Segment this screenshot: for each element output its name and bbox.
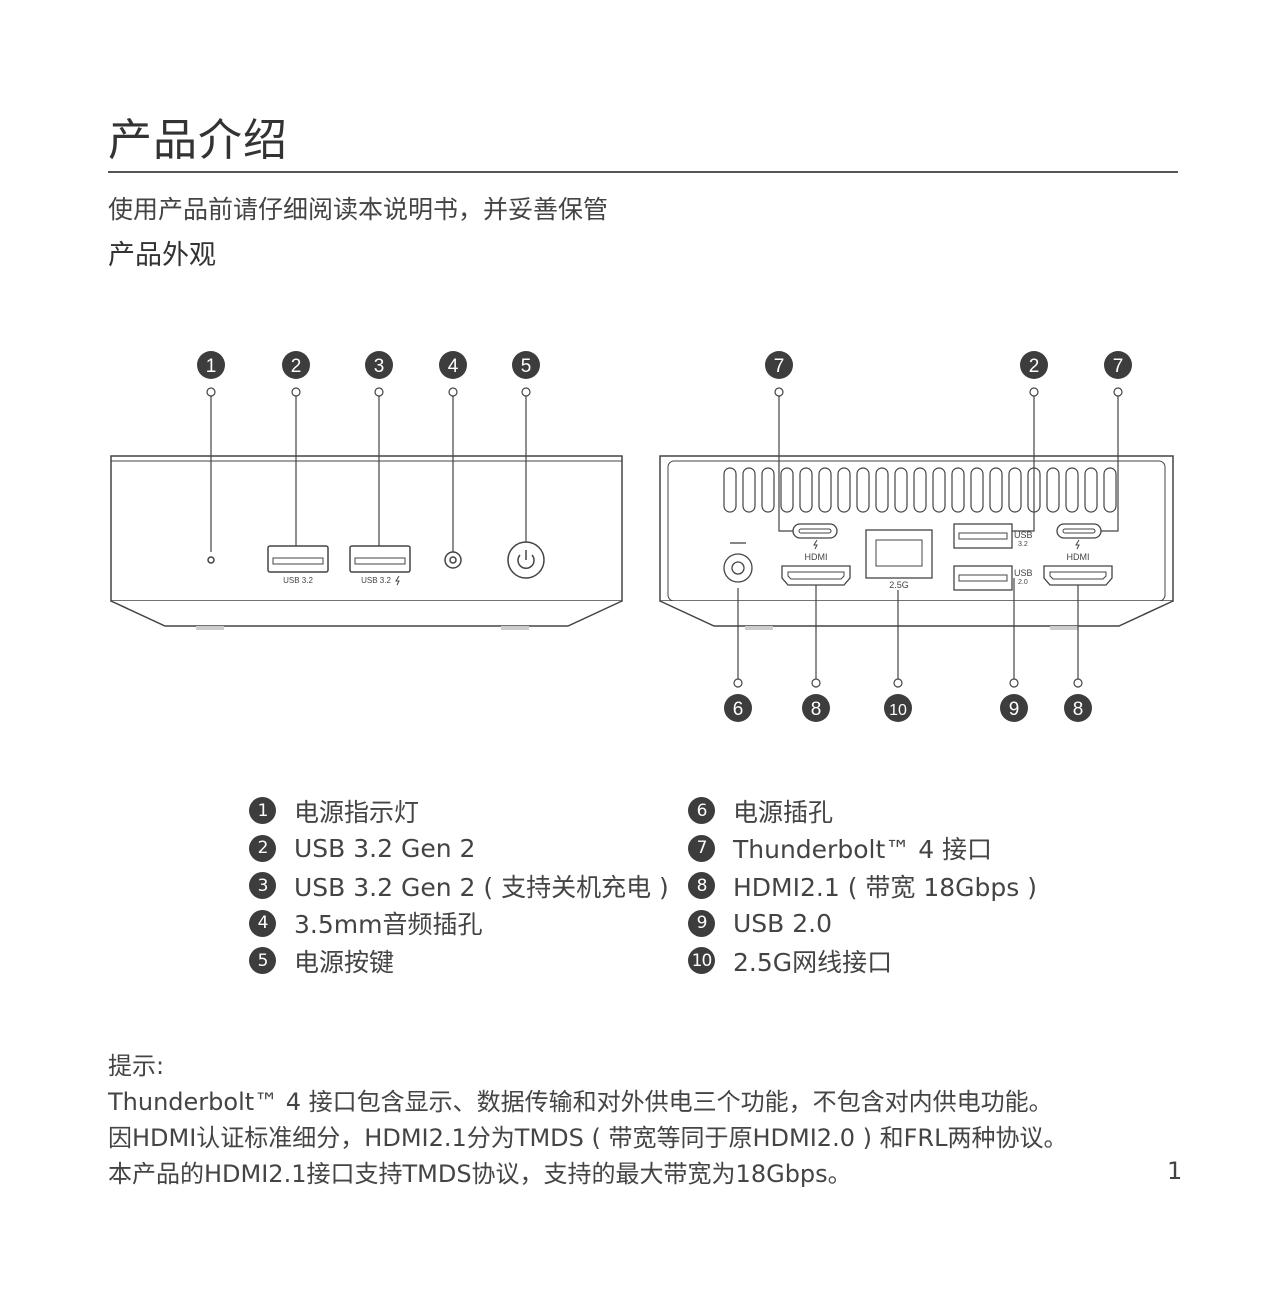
legend-item: 8 HDMI2.1 ( 带宽 18Gbps ) [688, 867, 1037, 905]
back-ports [723, 523, 1113, 591]
callout-6: 6 [733, 699, 744, 720]
back-callout-badges: 7 2 7 6 8 10 9 8 [724, 351, 1132, 722]
front-callouts [206, 387, 531, 552]
front-view [110, 455, 623, 630]
callout-1: 1 [206, 356, 217, 377]
legend-number: 10 [688, 947, 715, 975]
lightning-icon [395, 575, 400, 586]
usb32-port-label: USB 3.2 [283, 576, 313, 585]
section-heading: 产品外观 [108, 240, 216, 271]
usb32-charge-port-label: USB 3.2 [361, 576, 391, 585]
legend-number: 6 [688, 797, 715, 825]
tip-label: 提示: [108, 1052, 165, 1080]
legend-text: USB 3.2 Gen 2 [294, 833, 476, 863]
legend-number: 8 [688, 872, 715, 900]
vent-slots [723, 467, 1117, 513]
legend-text: 电源插孔 [733, 797, 834, 827]
legend-number: 2 [249, 834, 276, 862]
legend-item: 10 2.5G网线接口 [688, 942, 1037, 980]
usb-bottom-label: USB [1014, 568, 1033, 578]
legend-text: 3.5mm音频插孔 [294, 910, 483, 940]
legend-item: 2 USB 3.2 Gen 2 [249, 830, 669, 868]
usb-bottom-version: 2.0 [1018, 579, 1028, 586]
legend-number: 5 [249, 947, 276, 975]
legend-text: 电源按键 [294, 947, 395, 977]
page-title: 产品介绍 [108, 115, 288, 166]
legend-number: 1 [249, 797, 276, 825]
lan-port-label: 2.5G [889, 580, 909, 590]
tip-line: Thunderbolt™ 4 接口包含显示、数据传输和对外供电三个功能，不包含对… [108, 1088, 1053, 1116]
hdmi-port-label: HDMI [1067, 552, 1090, 562]
title-divider [108, 171, 1178, 173]
legend-right: 6 电源插孔 7 Thunderbolt™ 4 接口 8 HDMI2.1 ( 带宽 1… [688, 792, 1037, 980]
subtitle: 使用产品前请仔细阅读本说明书，并妥善保管 [108, 195, 609, 224]
legend-item: 3 USB 3.2 Gen 2 ( 支持关机充电 ) [249, 867, 669, 905]
callout-4: 4 [448, 356, 459, 377]
product-appearance-figure: 1 2 3 4 5 USB 3.2 USB 3.2 [110, 351, 1174, 722]
callout-5: 5 [521, 356, 532, 377]
legend-item: 6 电源插孔 [688, 792, 1037, 830]
callout-3: 3 [374, 356, 385, 377]
callout-10: 10 [889, 702, 907, 719]
legend-number: 7 [688, 834, 715, 862]
legend-item: 9 USB 2.0 [688, 905, 1037, 943]
page-number: 1 [1167, 1157, 1183, 1185]
back-callouts [733, 387, 1123, 688]
callout-8: 8 [811, 699, 822, 720]
legend-text: USB 3.2 Gen 2 ( 支持关机充电 ) [294, 872, 669, 902]
callout-9: 9 [1009, 699, 1020, 720]
legend-left: 1 电源指示灯 2 USB 3.2 Gen 2 3 USB 3.2 Gen 2 ( 支… [249, 792, 669, 980]
legend-text: Thunderbolt™ 4 接口 [733, 835, 993, 865]
legend-text: 2.5G网线接口 [733, 947, 893, 977]
usb-top-label: USB [1014, 530, 1033, 540]
tip-line: 本产品的HDMI2.1接口支持TMDS协议，支持的最大带宽为18Gbps。 [108, 1160, 852, 1188]
legend-number: 3 [249, 872, 276, 900]
callout-7: 7 [774, 356, 785, 377]
legend-number: 4 [249, 909, 276, 937]
legend-text: USB 2.0 [733, 908, 833, 938]
legend-text: 电源指示灯 [294, 797, 420, 827]
callout-8: 8 [1073, 699, 1084, 720]
callout-2: 2 [291, 356, 302, 377]
legend-item: 4 3.5mm音频插孔 [249, 905, 669, 943]
usb-top-version: 3.2 [1018, 541, 1028, 548]
back-view [659, 455, 1174, 630]
legend-number: 9 [688, 909, 715, 937]
tip-line: 因HDMI认证标准细分，HDMI2.1分为TMDS ( 带宽等同于原HDMI2.… [108, 1124, 1068, 1152]
legend-item: 7 Thunderbolt™ 4 接口 [688, 830, 1037, 868]
front-callout-badges: 1 2 3 4 5 [197, 351, 540, 379]
legend-text: HDMI2.1 ( 带宽 18Gbps ) [733, 872, 1037, 902]
thunderbolt-icon [813, 539, 818, 550]
legend-item: 5 电源按键 [249, 942, 669, 980]
callout-2: 2 [1029, 356, 1040, 377]
hdmi-port-label: HDMI [805, 552, 828, 562]
legend-item: 1 电源指示灯 [249, 792, 669, 830]
thunderbolt-icon [1075, 539, 1080, 550]
callout-7: 7 [1113, 356, 1124, 377]
